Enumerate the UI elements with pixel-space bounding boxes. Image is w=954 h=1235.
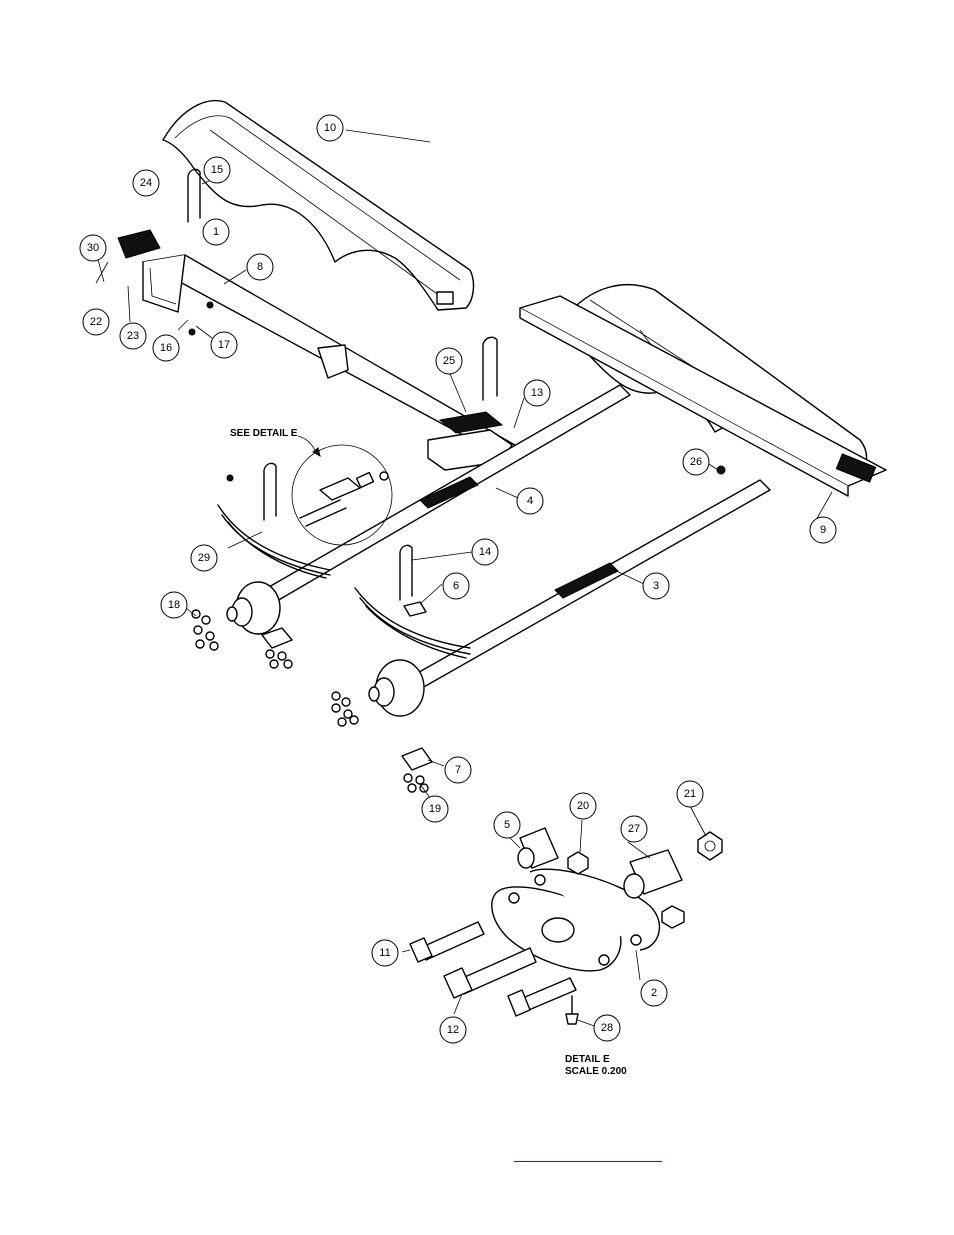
callout-16: 16	[152, 334, 180, 362]
nut-clusters	[188, 301, 726, 793]
callout-2: 2	[640, 979, 668, 1007]
svg-text:16: 16	[160, 342, 172, 354]
detail-e-view	[409, 827, 723, 1025]
svg-text:27: 27	[628, 823, 640, 835]
svg-text:24: 24	[140, 177, 152, 189]
callout-13: 13	[523, 379, 551, 407]
svg-text:25: 25	[443, 355, 455, 367]
callout-27: 27	[620, 815, 648, 843]
see-detail-note: SEE DETAIL E	[230, 428, 298, 439]
front-fender	[162, 100, 475, 311]
svg-text:29: 29	[198, 552, 210, 564]
svg-text:22: 22	[90, 316, 102, 328]
callout-8: 8	[246, 253, 274, 281]
svg-text:12: 12	[447, 1024, 459, 1036]
callout-6: 6	[442, 572, 470, 600]
svg-text:2: 2	[651, 987, 657, 999]
callout-20: 20	[569, 792, 597, 820]
plates	[117, 229, 433, 771]
detail-e-circle	[291, 444, 393, 546]
svg-text:30: 30	[87, 242, 99, 254]
callout-1: 1	[202, 218, 230, 246]
svg-text:8: 8	[257, 261, 263, 273]
callout-22: 22	[82, 308, 110, 336]
callout-balloons: 1 2 3 4 5 6 7 8 9 10 11 12 13 14 15 16 1…	[79, 114, 837, 1044]
svg-text:23: 23	[127, 330, 139, 342]
callout-10: 10	[316, 114, 344, 142]
rear-spring-rail	[519, 295, 887, 497]
u-bolts	[187, 168, 498, 601]
svg-text:9: 9	[820, 524, 826, 536]
callout-28: 28	[593, 1014, 621, 1042]
callout-7: 7	[444, 756, 472, 784]
callout-4: 4	[516, 487, 544, 515]
callout-29: 29	[190, 544, 218, 572]
callout-5: 5	[493, 811, 521, 839]
svg-text:4: 4	[527, 495, 533, 507]
svg-text:10: 10	[324, 122, 336, 134]
callout-26: 26	[682, 448, 710, 476]
leaf-spring-rear	[354, 587, 471, 659]
callout-9: 9	[809, 516, 837, 544]
callout-19: 19	[421, 795, 449, 823]
svg-text:28: 28	[601, 1022, 613, 1034]
svg-text:14: 14	[479, 546, 491, 558]
callout-17: 17	[210, 331, 238, 359]
svg-text:20: 20	[577, 800, 589, 812]
callout-24: 24	[132, 169, 160, 197]
callout-18: 18	[160, 591, 188, 619]
callout-23: 23	[119, 322, 147, 350]
callout-30: 30	[79, 234, 107, 262]
leaf-spring-front	[217, 504, 331, 579]
svg-text:3: 3	[653, 580, 659, 592]
callout-14: 14	[471, 538, 499, 566]
callout-11: 11	[371, 939, 399, 967]
hub-front	[226, 581, 281, 635]
callout-12: 12	[439, 1016, 467, 1044]
footer-link[interactable]	[514, 1147, 662, 1162]
svg-text:19: 19	[429, 803, 441, 815]
svg-text:11: 11	[379, 947, 390, 959]
svg-text:18: 18	[168, 599, 180, 611]
callout-25: 25	[435, 347, 463, 375]
detail-scale: SCALE 0.200	[565, 1066, 627, 1077]
detail-title: DETAIL E	[565, 1054, 610, 1065]
callout-15: 15	[203, 156, 231, 184]
svg-text:21: 21	[684, 788, 696, 800]
svg-text:1: 1	[213, 226, 219, 238]
svg-text:5: 5	[504, 819, 510, 831]
callout-21: 21	[676, 780, 704, 808]
callout-3: 3	[642, 572, 670, 600]
svg-text:26: 26	[690, 456, 702, 468]
hub-rear	[368, 659, 425, 717]
svg-text:15: 15	[211, 164, 223, 176]
svg-text:17: 17	[218, 339, 230, 351]
svg-text:7: 7	[455, 764, 461, 776]
svg-text:6: 6	[453, 580, 459, 592]
svg-text:13: 13	[531, 387, 543, 399]
